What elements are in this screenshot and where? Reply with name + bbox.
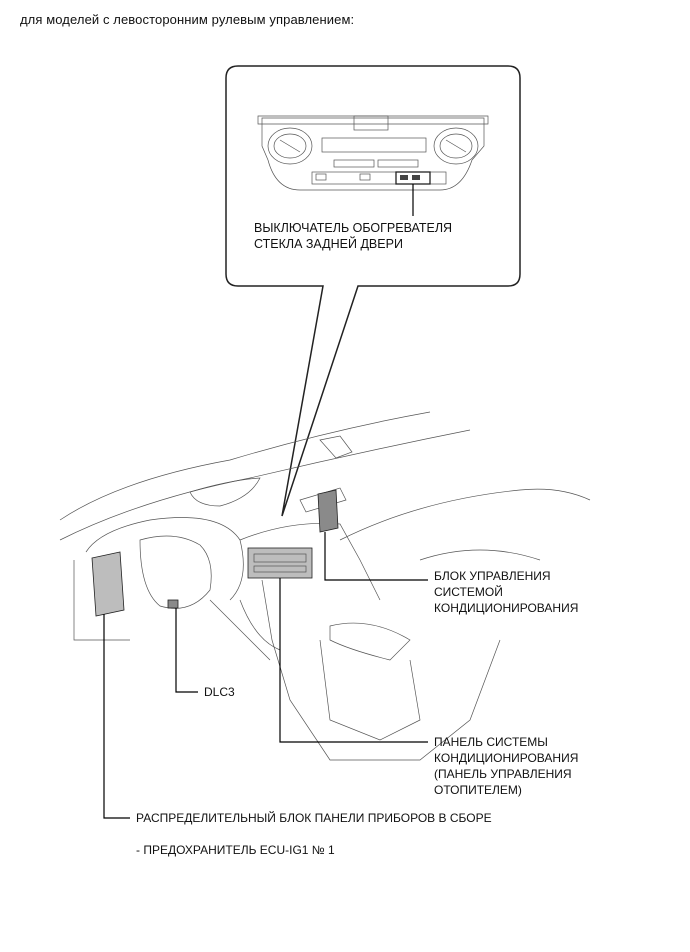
- ac-panel-label-line3: (ПАНЕЛЬ УПРАВЛЕНИЯ: [434, 767, 572, 781]
- leader-lines: [103, 532, 428, 819]
- dlc3-label: DLC3: [204, 685, 235, 699]
- callout-label-line1: ВЫКЛЮЧАТЕЛЬ ОБОГРЕВАТЕЛЯ: [254, 221, 453, 235]
- callout-label-line2: СТЕКЛА ЗАДНЕЙ ДВЕРИ: [254, 237, 403, 251]
- ac-panel-label-line2: КОНДИЦИОНИРОВАНИЯ: [434, 751, 579, 765]
- ac-ecu-label-line1: БЛОК УПРАВЛЕНИЯ: [434, 569, 551, 583]
- ac-panel-label-line4: ОТОПИТЕЛЕМ): [434, 783, 522, 797]
- header-text: для моделей с левосторонним рулевым упра…: [20, 12, 355, 27]
- ac-ecu-component: [317, 489, 339, 533]
- ac-control-panel: [247, 547, 313, 579]
- callout-bubble: [225, 65, 521, 517]
- junction-block-component: [91, 551, 125, 617]
- control-panel-closeup: [257, 115, 489, 216]
- junction-block-label: РАСПРЕДЕЛИТЕЛЬНЫЙ БЛОК ПАНЕЛИ ПРИБОРОВ В…: [136, 811, 492, 825]
- dashboard-outline: [59, 411, 591, 761]
- ac-ecu-label-line2: СИСТЕМОЙ: [434, 585, 503, 599]
- dlc3-connector: [167, 599, 179, 609]
- ac-ecu-label-line3: КОНДИЦИОНИРОВАНИЯ: [434, 601, 579, 615]
- ac-panel-label-line1: ПАНЕЛЬ СИСТЕМЫ: [434, 735, 548, 749]
- fuse-label: - ПРЕДОХРАНИТЕЛЬ ECU-IG1 № 1: [136, 843, 335, 857]
